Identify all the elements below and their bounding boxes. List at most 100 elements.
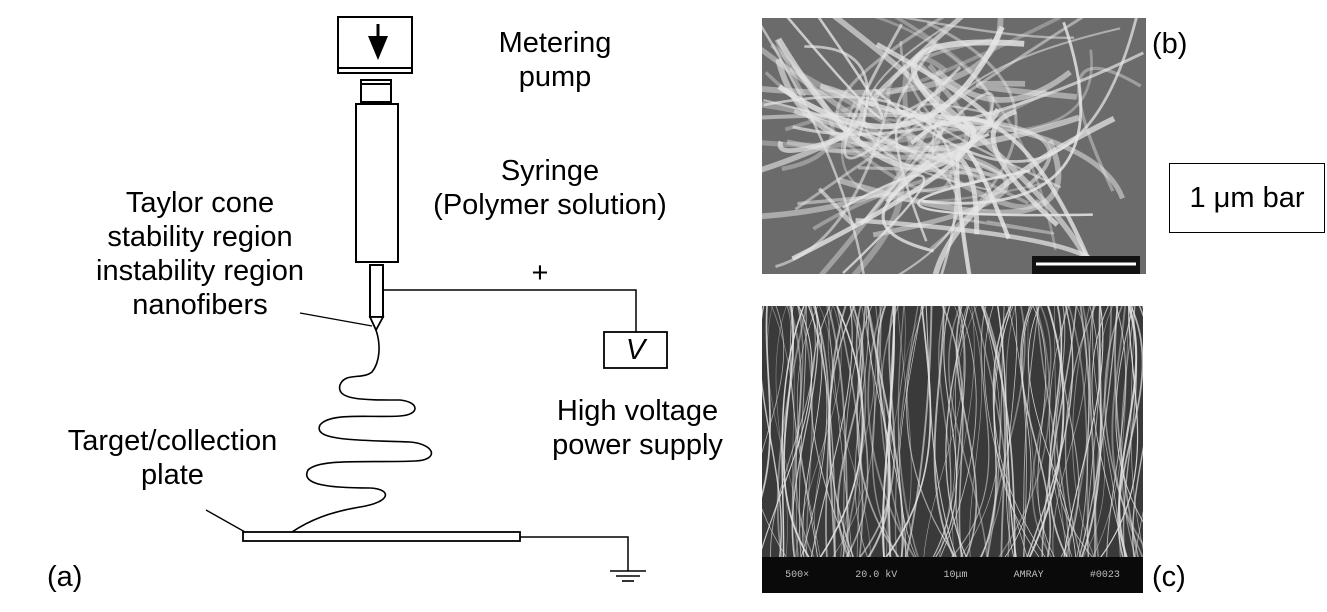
target-plate [242, 531, 521, 542]
sem-c-fiber [762, 306, 783, 557]
sem-c-fiber [897, 306, 919, 557]
sem-b-fiber [917, 169, 1093, 217]
sem-b-fiber [900, 18, 1075, 39]
sem-c-fiber [996, 306, 1017, 557]
sem-image-b-fibers [762, 18, 1146, 274]
sem-b-fiber [910, 39, 1025, 142]
taylor-label: Taylor cone stability region instability… [65, 186, 335, 322]
sem-c-fiber [897, 306, 912, 557]
sem-b-fiber [953, 216, 1055, 235]
sem-c-fiber [785, 306, 805, 557]
sem-b-fiber [784, 18, 1061, 132]
sem-b-fiber [762, 24, 865, 274]
sem-b-fiber [885, 152, 980, 235]
sem-c-fiber [898, 306, 925, 557]
taylor-cone [368, 316, 385, 333]
sem-b-fiber [886, 49, 1093, 133]
target-label: Target/collection plate [40, 424, 305, 492]
sem-c-fiber [867, 306, 916, 557]
sem-c-fiber [933, 306, 955, 557]
sem-c-fiber [1115, 306, 1143, 523]
pump-label-line1: Metering [498, 27, 612, 59]
sem-c-fiber [800, 306, 828, 557]
sem-c-fiber [882, 306, 896, 557]
sem-c-fiber [828, 306, 847, 557]
sem-c-fiber [982, 306, 1006, 557]
sem-b-fiber [777, 133, 850, 153]
sem-c-fiber [1023, 306, 1040, 557]
sem-c-fiber [783, 306, 810, 557]
sem-b-fiber [868, 107, 1125, 200]
fiber-jet [291, 329, 433, 533]
scale-bar-label: 1 μm bar [1169, 163, 1325, 233]
taylor-label-line3: instability region [96, 255, 304, 287]
sem-c-fiber [1104, 306, 1143, 557]
sem-c-fiber [983, 306, 1028, 557]
sem-b-fiber [931, 27, 1121, 159]
sem-c-fiber [771, 306, 799, 557]
sem-c-fiber [775, 306, 788, 557]
sem-b-fiber [837, 139, 1062, 216]
taylor-label-line1: Taylor cone [125, 187, 275, 219]
target-label-line2: plate [141, 459, 204, 491]
sem-c-id: #0023 [1089, 569, 1120, 581]
sem-c-fiber [762, 306, 771, 499]
sem-b-fiber [935, 68, 1072, 103]
sem-c-fiber [762, 306, 785, 454]
sem-b-fiber [762, 18, 1004, 96]
pump-arrow-icon [368, 36, 388, 60]
sem-c-fiber [827, 306, 850, 557]
voltage-symbol: V [625, 334, 646, 366]
sem-c-fiber [866, 306, 904, 557]
sem-c-fiber [880, 306, 909, 557]
sem-c-fiber [1106, 306, 1127, 557]
sem-c-fiber [1076, 306, 1094, 557]
sem-b-fiber [975, 80, 1078, 100]
sem-c-fiber [1082, 306, 1114, 557]
sem-c-fiber [934, 306, 958, 557]
sem-c-fiber [932, 306, 968, 557]
sem-b-fiber [762, 112, 1052, 188]
sem-c-fiber [867, 306, 891, 557]
sem-c-fiber [1027, 306, 1050, 557]
sem-c-fiber [1032, 306, 1056, 557]
target-label-line1: Target/collection [67, 425, 278, 457]
voltage-box [603, 331, 668, 369]
pump-label-line2: pump [518, 61, 592, 93]
sem-b-fiber [921, 21, 1083, 205]
sem-b-fiber [804, 45, 869, 141]
sem-c-fiber [1036, 306, 1071, 557]
sem-c-fiber [854, 306, 863, 557]
voltage-wire [383, 289, 637, 332]
sem-c-fiber [938, 306, 975, 557]
sem-c-fiber [796, 306, 821, 557]
sem-c-fiber [1048, 306, 1073, 557]
sem-c-fiber [812, 306, 830, 557]
power-label-line1: High voltage [556, 395, 719, 427]
sem-c-fiber [923, 306, 965, 557]
taylor-label-line2: stability region [107, 221, 293, 253]
sem-c-fiber [905, 306, 933, 557]
sem-c-fiber [1092, 306, 1130, 557]
sem-c-fiber [871, 306, 899, 557]
sem-c-fiber [894, 306, 919, 557]
sem-c-fiber [1004, 306, 1034, 557]
syringe-label-line2: (Polymer solution) [433, 189, 667, 221]
panel-b-label: (b) [1152, 28, 1188, 60]
sem-c-fiber [1118, 306, 1138, 557]
sem-b-fiber [786, 61, 970, 160]
sem-c-fiber [980, 306, 1012, 557]
sem-c-fiber [939, 306, 977, 557]
sem-c-fiber [827, 306, 872, 557]
sem-image-b [762, 18, 1146, 274]
sem-b-fiber [874, 18, 1057, 251]
sem-b-fiber [776, 37, 1001, 171]
sem-c-fiber [840, 306, 877, 557]
sem-c-fiber [798, 306, 807, 557]
panel-a-label: (a) [47, 561, 83, 593]
power-label-line2: power supply [552, 429, 723, 461]
sem-c-fiber [1134, 306, 1143, 557]
sem-c-fiber [1020, 306, 1052, 557]
ground-icon [610, 570, 646, 582]
sem-c-fiber [854, 306, 869, 557]
